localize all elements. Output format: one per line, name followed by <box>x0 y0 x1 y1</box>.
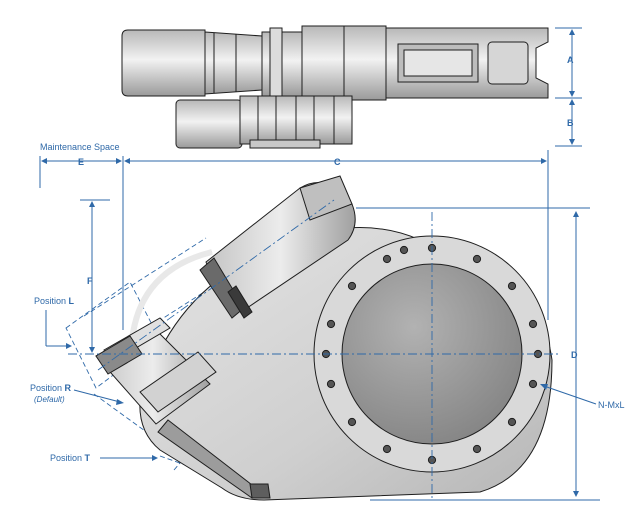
position-r-leader <box>73 389 124 405</box>
dimension-d-label: D <box>571 350 578 360</box>
dimension-d <box>356 207 600 501</box>
top-view <box>121 25 549 149</box>
position-t-label: Position T <box>50 453 91 463</box>
dimension-e-label: E <box>78 157 84 167</box>
position-r-label: Position R <box>30 383 72 393</box>
position-r-default-note: (Default) <box>34 395 65 404</box>
front-view <box>65 175 560 501</box>
position-l-word: Position <box>34 296 66 306</box>
position-l-letter: L <box>69 296 75 306</box>
position-t-word: Position <box>50 453 82 463</box>
bolt-spec-label: N-MxL <box>598 400 625 410</box>
dimension-e-c <box>39 150 549 330</box>
center-lines <box>68 199 560 500</box>
dimension-f-label: F <box>87 276 93 286</box>
position-r-word: Position <box>30 383 62 393</box>
actuator-position-l <box>199 175 356 319</box>
position-l-leader <box>45 310 72 349</box>
position-t-letter: T <box>85 453 91 463</box>
position-t-leader <box>100 455 158 461</box>
dimension-a-label: A <box>567 55 574 65</box>
bolt-spec-leader <box>540 384 597 405</box>
maintenance-space-label: Maintenance Space <box>40 142 120 152</box>
dimension-a-b <box>555 27 582 147</box>
dimension-c-label: C <box>334 157 341 167</box>
position-r-letter: R <box>65 383 72 393</box>
dimension-b-label: B <box>567 118 574 128</box>
position-l-label: Position L <box>34 296 75 306</box>
dimension-f <box>80 199 110 353</box>
